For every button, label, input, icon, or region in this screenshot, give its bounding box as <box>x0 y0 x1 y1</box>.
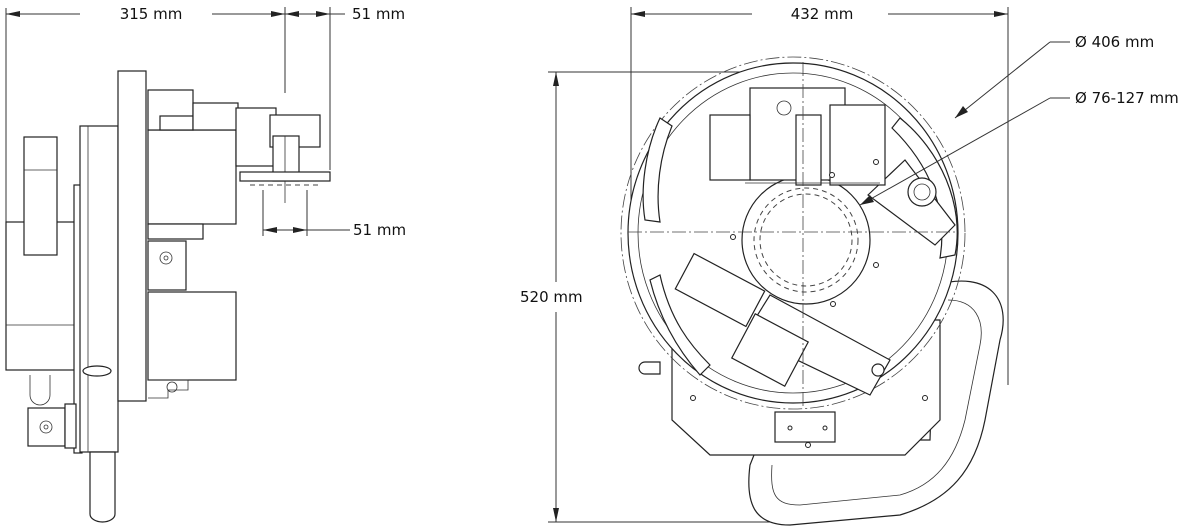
clamp-nut <box>907 177 937 207</box>
gearbox-lower <box>147 291 237 381</box>
pipe-clamp <box>741 175 871 305</box>
rear-plate <box>79 125 119 453</box>
leader-406 <box>954 41 1070 119</box>
dimension-315-label: 315 mm <box>120 5 183 23</box>
ring-guide-right <box>891 117 958 259</box>
dimension-315 <box>5 7 345 222</box>
dimension-51-bottom <box>262 190 350 236</box>
dimension-520 <box>548 71 800 523</box>
pipe-diameter-range <box>753 187 859 293</box>
feed-motor <box>674 252 766 328</box>
roller <box>23 136 58 256</box>
pipe-range-label: Ø 76-127 mm <box>1075 89 1179 107</box>
front-plate <box>117 70 147 402</box>
ring-diameter-label: Ø 406 mm <box>1075 33 1154 51</box>
tool-base <box>239 171 331 182</box>
tool-carrier <box>235 107 277 167</box>
dimension-51-top-label: 51 mm <box>352 5 405 23</box>
handle <box>89 451 116 523</box>
clamp-bracket <box>867 159 956 246</box>
side-view: 315 mm 51 mm 51 mm <box>5 5 406 523</box>
knob <box>82 365 112 377</box>
tool-holder <box>730 313 810 387</box>
ring-diameter-406 <box>620 56 966 410</box>
gearbox-upper <box>147 129 237 225</box>
ring-guide-left <box>642 117 673 223</box>
dimension-432-label: 432 mm <box>791 5 854 23</box>
front-view: 432 mm 520 mm <box>520 5 1179 526</box>
dimension-51-bottom-label: 51 mm <box>353 221 406 239</box>
stepper-motor-bottom <box>27 407 66 447</box>
leader-76-127 <box>859 97 1070 206</box>
dimension-520-label: 520 mm <box>520 288 583 306</box>
stepper-motor-top <box>709 114 751 181</box>
stepper-motor-middle <box>147 240 187 291</box>
